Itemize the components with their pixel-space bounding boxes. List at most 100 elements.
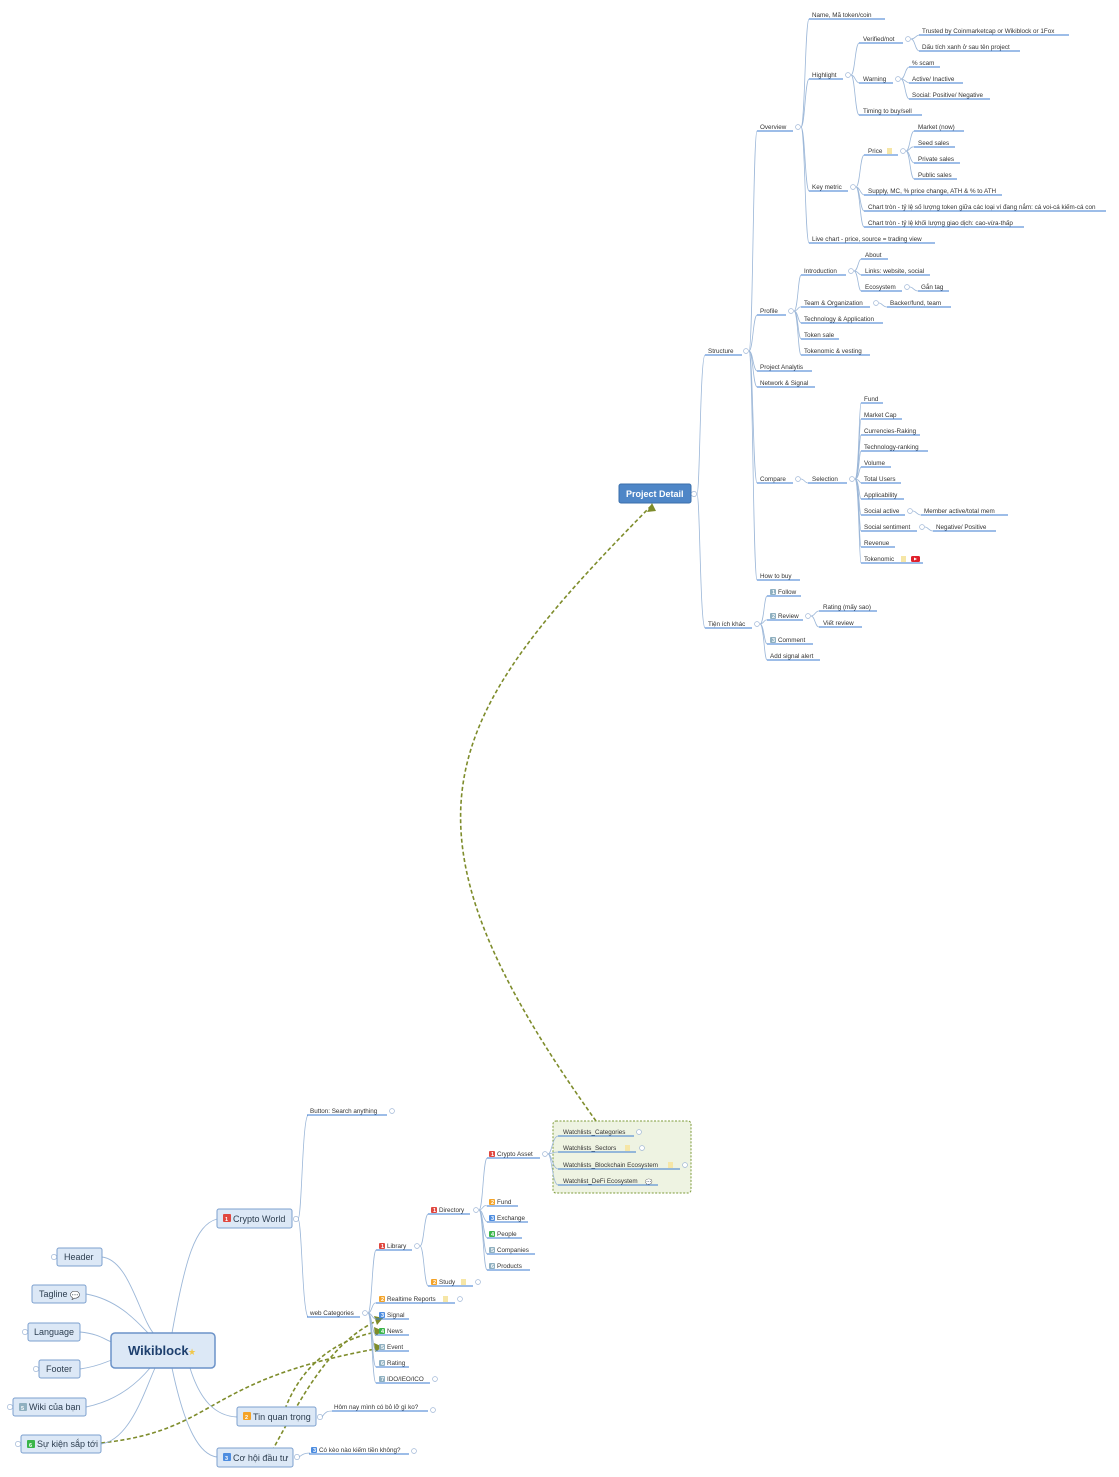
intro-about[interactable]: About <box>861 252 888 260</box>
selection-volume[interactable]: Volume <box>861 460 891 468</box>
svg-text:Team & Organization: Team & Organization <box>804 300 863 307</box>
directory-crypto-asset[interactable]: Crypto Asset <box>487 1151 540 1159</box>
subtopic-structure[interactable]: Structure <box>705 348 742 356</box>
directory-fund[interactable]: Fund <box>487 1199 518 1207</box>
directory-companies[interactable]: Companies <box>487 1247 535 1255</box>
review-viet-review[interactable]: Viết review <box>819 618 862 628</box>
topic-header[interactable]: Header <box>56 1247 103 1267</box>
svg-text:Key metric: Key metric <box>812 184 842 191</box>
webcat-ido[interactable]: IDO/IEO/ICO <box>376 1376 430 1384</box>
social-sentiment-negative-positive[interactable]: Negative/ Positive <box>933 524 996 532</box>
webcat-realtime-reports[interactable]: Realtime Reports <box>376 1296 455 1304</box>
topic-tagline[interactable]: Tagline 💬 <box>31 1284 87 1304</box>
profile-introduction[interactable]: Introduction <box>801 268 846 276</box>
structure-network-signal[interactable]: Network & Signal <box>757 380 815 388</box>
directory-people[interactable]: People <box>487 1231 522 1239</box>
topic-footer[interactable]: Footer <box>38 1359 81 1379</box>
selection-social-sentiment[interactable]: Social sentiment <box>861 524 917 532</box>
tien-ich-review[interactable]: Review <box>767 613 803 621</box>
keymetric-chart-volume[interactable]: Chart tròn - tỷ lệ khối lượng giao dịch:… <box>864 218 1024 228</box>
review-rating[interactable]: Rating (mấy sao) <box>819 602 877 612</box>
subtopic-hom-nay[interactable]: Hôm nay mình có bỏ lỡ gì ko? <box>332 1403 428 1412</box>
selection-tokenomic[interactable]: Tokenomic <box>861 556 923 564</box>
subtopic-co-keo[interactable]: Có kèo nào kiếm tiền không? <box>309 1445 409 1455</box>
subtopic-tien-ich-khac[interactable]: Tiện ích khác <box>705 621 752 629</box>
structure-compare[interactable]: Compare <box>757 476 793 484</box>
topic-crypto-world[interactable]: 1 Crypto World <box>216 1208 293 1229</box>
watchlist-defi-ecosystem[interactable]: Watchlist_DeFi Ecosystem 💬 <box>558 1178 658 1186</box>
price-market[interactable]: Market (now) <box>914 124 964 132</box>
overview-name[interactable]: Name, Mã token/coin <box>809 12 885 20</box>
structure-how-to-buy[interactable]: How to buy <box>757 573 800 581</box>
intro-ecosystem[interactable]: Ecosystem <box>861 284 902 292</box>
keymetric-supply[interactable]: Supply, MC, % price change, ATH & % to A… <box>864 188 1002 196</box>
profile-tokenomic-vesting[interactable]: Tokenomic & vesting <box>801 348 870 356</box>
topic-wiki-cua-ban[interactable]: 5 Wiki của bạn <box>12 1397 87 1417</box>
warning-active[interactable]: Active/ Inactive <box>909 76 963 84</box>
note-icon <box>668 1162 673 1168</box>
intro-links[interactable]: Links: website, social <box>861 268 930 276</box>
tien-ich-follow[interactable]: Follow <box>767 589 801 597</box>
selection-total-users[interactable]: Total Users <box>861 476 901 484</box>
highlight-timing[interactable]: Timing to buy/sell <box>859 108 922 116</box>
price-public[interactable]: Public sales <box>914 172 957 180</box>
price-private[interactable]: Private sales <box>914 156 960 164</box>
profile-token-sale[interactable]: Token sale <box>801 332 839 340</box>
watchlist-sectors[interactable]: Watchlists_Sectors <box>558 1145 636 1153</box>
svg-text:Social: Positive/ Negative: Social: Positive/ Negative <box>912 92 984 99</box>
tien-ich-add-signal-alert[interactable]: Add signal alert <box>767 653 820 661</box>
profile-technology[interactable]: Technology & Application <box>801 316 883 324</box>
social-active-member[interactable]: Member active/total mem <box>921 508 1008 516</box>
topic-su-kien-sap-toi[interactable]: 6 Sự kiện sắp tới <box>20 1434 102 1454</box>
library-directory[interactable]: Directory <box>428 1207 470 1215</box>
svg-text:2: 2 <box>433 1280 436 1286</box>
selection-market-cap[interactable]: Market Cap <box>861 412 902 420</box>
subtopic-button-search[interactable]: Button: Search anything <box>307 1108 387 1116</box>
structure-project-analytis[interactable]: Project Analytis <box>757 364 812 372</box>
watchlist-categories[interactable]: Watchlists_Categories <box>558 1129 634 1137</box>
warning-scam[interactable]: % scam <box>909 60 940 68</box>
selection-applicability[interactable]: Applicability <box>861 492 904 500</box>
central-topic-wikiblock[interactable]: Wikiblock ★ <box>110 1332 216 1369</box>
topic-project-detail[interactable]: Project Detail <box>618 483 692 504</box>
ecosystem-gan-tag[interactable]: Gắn tag <box>918 282 949 292</box>
verified-tick[interactable]: Dấu tích xanh ở sau tên project <box>919 42 1020 52</box>
highlight-verified[interactable]: Verified/not <box>859 36 903 44</box>
selection-currencies-raking[interactable]: Currencies-Raking <box>861 428 920 436</box>
team-backer[interactable]: Backer/fund, team <box>887 300 951 308</box>
selection-social-active[interactable]: Social active <box>861 508 905 516</box>
profile-team[interactable]: Team & Organization <box>801 300 870 308</box>
highlight-warning[interactable]: Warning <box>859 76 893 84</box>
webcat-rating[interactable]: Rating <box>376 1360 409 1368</box>
structure-overview[interactable]: Overview <box>757 124 793 132</box>
svg-text:Private sales: Private sales <box>918 156 954 163</box>
overview-live-chart[interactable]: Live chart - price, source = trading vie… <box>809 236 935 244</box>
webcat-library[interactable]: Library <box>376 1243 412 1251</box>
keymetric-chart-wallets[interactable]: Chart tròn - tỷ lệ số lượng token giữa c… <box>864 202 1106 212</box>
webcat-event[interactable]: Event <box>376 1344 409 1352</box>
overview-highlight[interactable]: Highlight <box>809 72 843 80</box>
topic-tin-quan-trong[interactable]: 2 Tin quan trọng <box>236 1406 317 1427</box>
relation-arrowhead <box>374 1327 383 1336</box>
selection-fund[interactable]: Fund <box>861 396 883 404</box>
overview-key-metric[interactable]: Key metric <box>809 184 848 192</box>
directory-exchange[interactable]: Exchange <box>487 1215 528 1223</box>
topic-language[interactable]: Language <box>27 1322 81 1342</box>
directory-products[interactable]: Products <box>487 1263 530 1271</box>
selection-revenue[interactable]: Revenue <box>861 540 895 548</box>
watchlist-blockchain-ecosystem[interactable]: Watchlists_Blockchain Ecosystem <box>558 1162 680 1170</box>
price-seed[interactable]: Seed sales <box>914 140 955 148</box>
svg-text:3: 3 <box>491 1216 494 1222</box>
verified-trusted[interactable]: Trusted by Coinmarketcap or Wikiblock or… <box>919 28 1069 36</box>
webcat-signal[interactable]: Signal <box>376 1312 409 1320</box>
library-study[interactable]: Study <box>428 1279 473 1287</box>
webcat-news[interactable]: News <box>376 1328 409 1336</box>
warning-social[interactable]: Social: Positive/ Negative <box>909 92 990 100</box>
subtopic-web-categories[interactable]: web Categories <box>307 1310 360 1318</box>
keymetric-price[interactable]: Price <box>864 148 898 156</box>
topic-co-hoi-dau-tu[interactable]: 3 Cơ hội đầu tư <box>216 1447 294 1468</box>
selection-technology-ranking[interactable]: Technology-ranking <box>861 444 928 452</box>
tien-ich-comment[interactable]: Comment <box>767 637 813 645</box>
structure-profile[interactable]: Profile <box>757 308 786 316</box>
compare-selection[interactable]: Selection <box>808 476 847 484</box>
